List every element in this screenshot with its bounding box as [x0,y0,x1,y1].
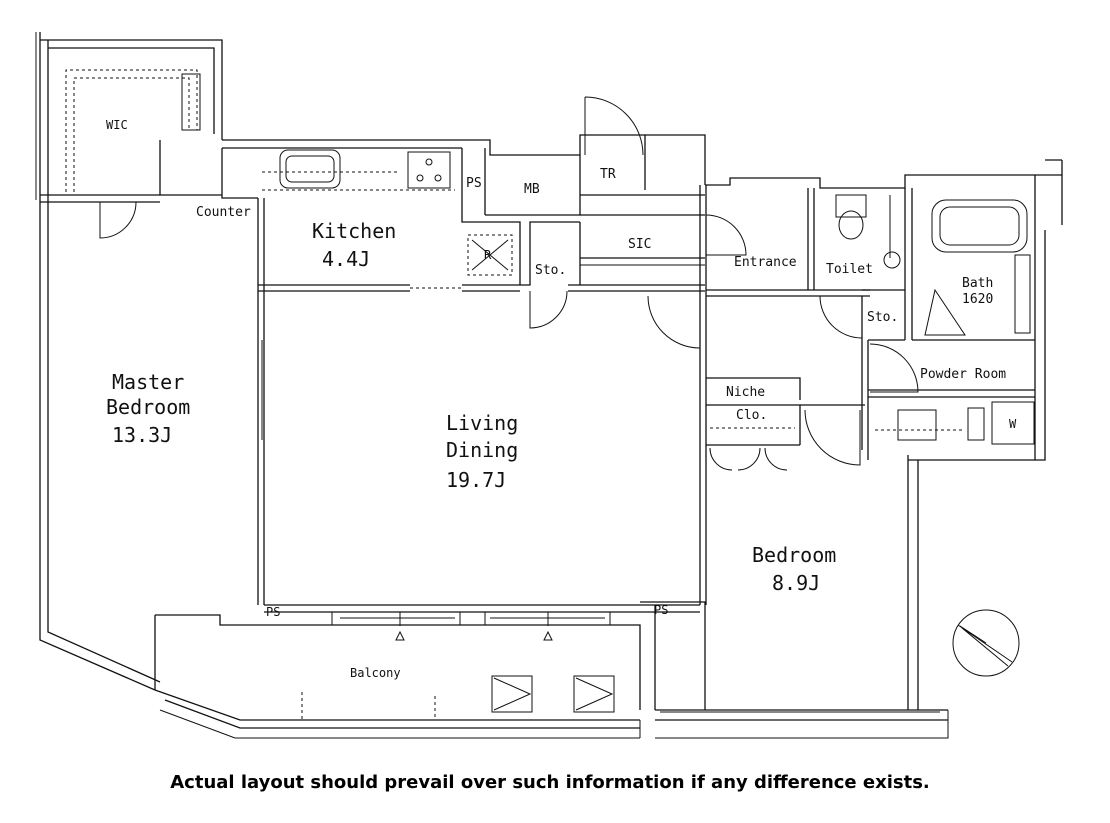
kitchen-sink [279,149,341,189]
toilet-tank [835,194,867,218]
niche-label: Niche [726,385,765,400]
mb-label: MB [524,182,540,197]
ps-kitchen-label: PS [466,176,482,191]
windows [261,287,940,713]
wic-label: WIC [106,118,128,132]
ps-left-label: PS [266,605,280,619]
master-bedroom-size: 13.3J [112,423,172,447]
living-label-1: Living [446,411,518,435]
master-bedroom-label-1: Master [112,370,184,394]
tr-label: TR [600,167,616,182]
living-label-2: Dining [446,438,518,462]
doors [99,96,966,471]
sto-bath-label: Sto. [867,310,898,325]
toilet-bowl [838,210,864,240]
fridge-label: R [484,248,492,262]
bathtub [931,199,1028,253]
counter-label: Counter [196,205,251,220]
washer-label: W [1009,417,1017,431]
bath-size: 1620 [962,292,993,307]
bath-fixtures [835,194,1035,445]
compass-icon [952,609,1020,677]
toilet-label: Toilet [826,262,873,277]
bedroom-size: 8.9J [772,571,820,595]
kitchen-fixtures [262,149,513,276]
master-bedroom-label-2: Bedroom [106,395,190,419]
living-size: 19.7J [446,468,506,492]
balcony-label: Balcony [350,666,401,680]
room-labels: WIC Counter Kitchen 4.4J PS MB TR SIC St… [106,118,1017,680]
bath-label: Bath [962,276,993,291]
powder-room-label: Powder Room [920,367,1006,382]
kitchen-size: 4.4J [322,247,370,271]
wic-shelves [65,69,201,192]
ps-right-label: PS [654,603,668,617]
balcony-units [301,675,615,720]
kitchen-label: Kitchen [312,219,396,243]
washer-space [991,401,1035,445]
bedroom-label: Bedroom [752,543,836,567]
sto-kitchen-label: Sto. [535,263,566,278]
floor-plan: WIC Counter Kitchen 4.4J PS MB TR SIC St… [35,32,1063,739]
closet-label: Clo. [736,408,767,423]
stove-icon [407,151,451,189]
sic-label: SIC [628,237,651,252]
interior-walls [40,140,1035,710]
outer-walls [35,32,1063,739]
entrance-label: Entrance [734,255,797,270]
disclaimer-text: Actual layout should prevail over such i… [170,772,930,793]
